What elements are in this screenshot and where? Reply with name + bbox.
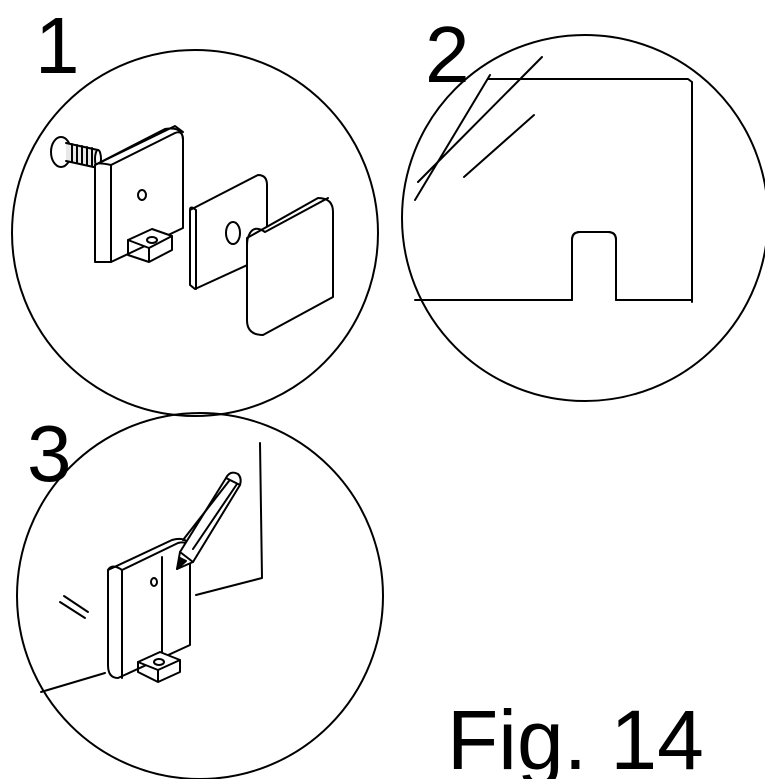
step-2-circle bbox=[401, 34, 765, 402]
step-3-number: 3 bbox=[27, 409, 72, 498]
clamp-front-plate-icon bbox=[246, 197, 334, 336]
step-3-panel bbox=[16, 412, 384, 780]
step-1-number: 1 bbox=[35, 1, 80, 90]
step-3-circle bbox=[16, 412, 384, 780]
notch-icon bbox=[571, 231, 617, 301]
step-1-panel bbox=[11, 49, 379, 417]
pencil-icon bbox=[176, 471, 242, 570]
step-2-panel bbox=[401, 34, 765, 402]
step-2-number: 2 bbox=[425, 10, 470, 99]
glass-panel-icon bbox=[40, 442, 263, 693]
figure-caption: Fig. 14 bbox=[447, 693, 704, 779]
screw-icon bbox=[50, 136, 102, 169]
clamp-back-plate-icon bbox=[94, 125, 184, 263]
step-1-circle bbox=[11, 49, 379, 417]
clamp-icon bbox=[107, 537, 191, 683]
